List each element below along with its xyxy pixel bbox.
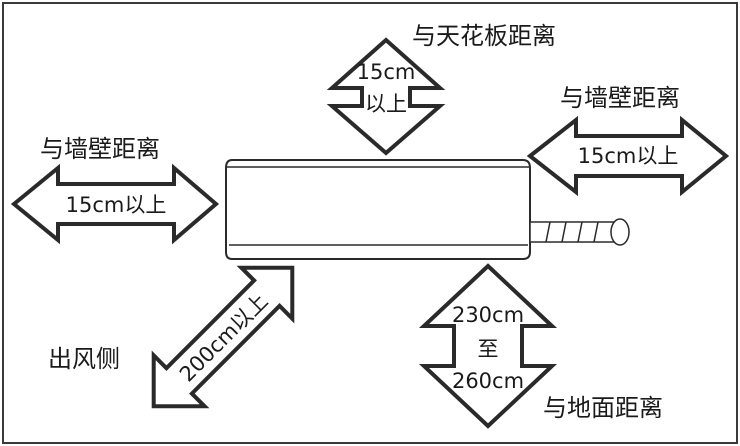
left-wall-label: 与墙壁距离 (40, 135, 160, 163)
refrigerant-pipe (529, 218, 630, 246)
left-wall-clearance-arrow (10, 163, 220, 245)
right-wall-clearance-arrow (526, 115, 730, 197)
ceiling-label: 与天花板距离 (412, 22, 556, 50)
outlet-clearance-arrow-group: 200cm以上 (151, 265, 295, 409)
outlet-value: 200cm以上 (175, 289, 273, 387)
floor-value-line1: 230cm (452, 303, 524, 327)
left-wall-value: 15cm以上 (66, 193, 167, 217)
outlet-clearance-arrow (151, 265, 295, 409)
right-wall-label: 与墙壁距离 (560, 84, 680, 112)
ceiling-value-line2: 以上 (365, 92, 407, 116)
floor-value-line3: 260cm (452, 369, 524, 393)
right-wall-value: 15cm以上 (578, 144, 679, 168)
outlet-side-label: 出风侧 (48, 345, 120, 373)
ceiling-value-line1: 15cm (357, 60, 416, 84)
floor-value-line2: 至 (478, 337, 499, 361)
indoor-unit (225, 159, 531, 260)
floor-clearance-arrow (418, 263, 558, 429)
floor-label: 与地面距离 (543, 394, 663, 422)
ceiling-clearance-arrow (326, 37, 446, 156)
